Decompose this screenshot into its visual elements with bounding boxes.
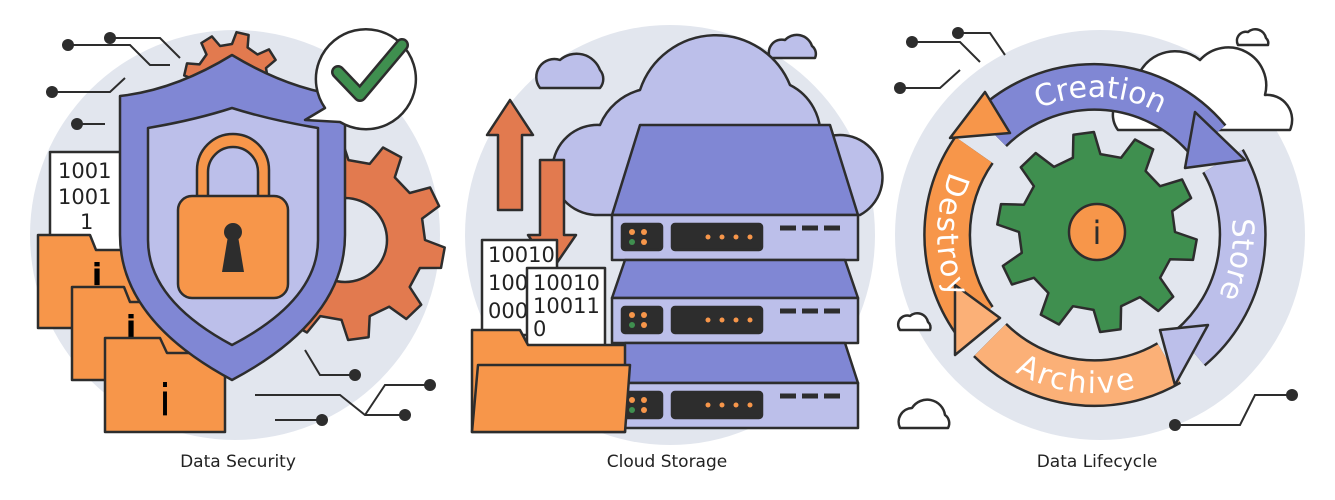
svg-text:i: i xyxy=(92,258,102,293)
status-light xyxy=(733,402,739,408)
svg-text:1001: 1001 xyxy=(58,159,111,183)
cloud-icon xyxy=(535,52,605,90)
stage-creation-arc xyxy=(974,65,1225,155)
cloud-storage-panel: 10010 100 000 10010 10011 0 Cloud Storag… xyxy=(465,25,884,472)
status-light xyxy=(733,234,739,240)
status-lights xyxy=(629,229,753,413)
svg-text:0: 0 xyxy=(533,317,546,341)
status-light xyxy=(629,229,635,235)
status-light xyxy=(747,234,753,240)
status-light xyxy=(747,317,753,323)
svg-text:10010: 10010 xyxy=(533,271,600,295)
stage-store-arc xyxy=(1175,150,1265,365)
server-unit xyxy=(610,258,860,345)
arrow-head xyxy=(948,90,1012,140)
data-lifecycle-panel: Creation Store Archive Destroy i Data Li… xyxy=(894,27,1305,472)
arrow-head xyxy=(1183,110,1247,170)
padlock-icon xyxy=(176,132,290,300)
status-light xyxy=(705,234,711,240)
status-light xyxy=(641,407,647,413)
server-unit xyxy=(610,123,860,262)
svg-text:1: 1 xyxy=(80,210,93,234)
status-light xyxy=(641,239,647,245)
status-light xyxy=(719,234,725,240)
folder-icon xyxy=(470,328,632,434)
cloud-icon xyxy=(1235,28,1270,47)
svg-text:10011: 10011 xyxy=(533,294,600,318)
status-light xyxy=(705,402,711,408)
server-rack-icon xyxy=(610,123,860,430)
svg-text:i: i xyxy=(1093,214,1102,252)
cloud-icon xyxy=(767,33,818,60)
status-light xyxy=(641,229,647,235)
caption-cloud-storage: Cloud Storage xyxy=(607,452,727,472)
status-light xyxy=(641,322,647,328)
status-light xyxy=(705,317,711,323)
caption-data-lifecycle: Data Lifecycle xyxy=(1037,452,1158,472)
status-light xyxy=(629,312,635,318)
svg-text:i: i xyxy=(126,310,136,345)
status-light xyxy=(629,407,635,413)
arrow-head xyxy=(1158,323,1210,387)
svg-text:1001: 1001 xyxy=(58,185,111,209)
svg-text:10010: 10010 xyxy=(488,243,555,267)
data-security-panel: 1001 1001 1 i i i Data Security xyxy=(30,28,446,472)
check-icon xyxy=(303,28,418,131)
status-light xyxy=(641,397,647,403)
svg-text:i: i xyxy=(159,375,171,426)
info-icon xyxy=(1067,202,1127,262)
svg-text:100: 100 xyxy=(488,271,528,295)
status-light xyxy=(629,397,635,403)
status-light xyxy=(629,322,635,328)
status-light xyxy=(641,312,647,318)
upload-arrow-icon xyxy=(485,98,535,212)
circuit-lines-icon xyxy=(46,32,436,426)
server-unit xyxy=(610,341,860,430)
lifecycle-ring: Creation Store Archive Destroy xyxy=(923,62,1267,408)
circuit-lines-icon xyxy=(894,27,1298,431)
arrow-head xyxy=(953,283,1002,357)
status-light xyxy=(719,402,725,408)
status-light xyxy=(733,317,739,323)
stage-archive-arc xyxy=(974,324,1180,405)
status-light xyxy=(747,402,753,408)
cloud-icon xyxy=(896,312,932,332)
cloud-icon xyxy=(897,398,951,430)
caption-data-security: Data Security xyxy=(180,452,296,472)
status-light xyxy=(719,317,725,323)
svg-text:000: 000 xyxy=(488,299,528,323)
status-light xyxy=(629,239,635,245)
